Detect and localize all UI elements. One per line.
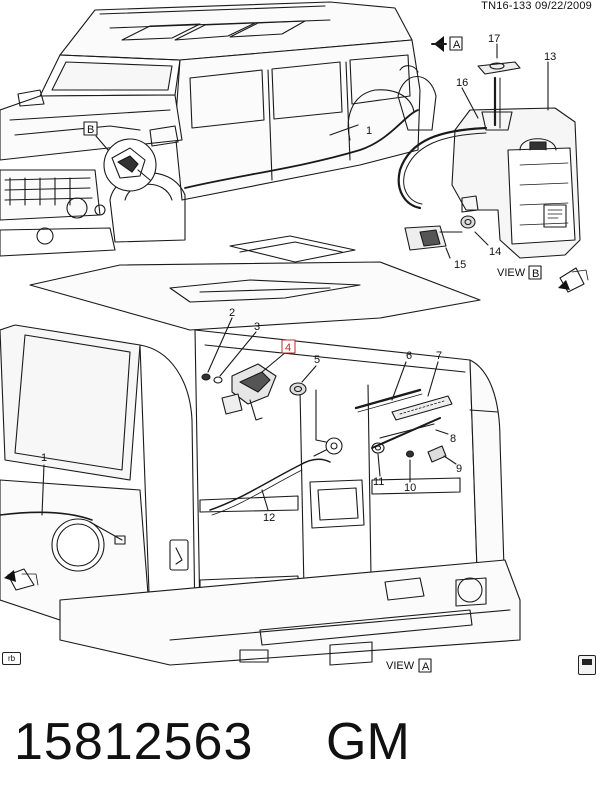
callout-12: 12 [263, 512, 275, 524]
part-number: 15812563 [14, 713, 254, 771]
parts-diagram: 1 1 2 3 5 6 7 8 9 10 11 12 13 14 15 16 1… [0, 1, 589, 673]
view-a-flag-top: A [431, 36, 463, 52]
washer-reservoir-assembly [397, 43, 581, 259]
callout-11: 11 [373, 476, 384, 488]
drawing-date: 09/22/2009 [534, 0, 592, 12]
callout-14: 14 [489, 246, 501, 258]
callout-1-bottom: 1 [41, 452, 47, 464]
view-a-label: VIEW A [386, 658, 432, 673]
callout-4: 4 [285, 342, 291, 354]
callout-labels: 1 1 2 3 5 6 7 8 9 10 11 12 13 14 15 16 1… [41, 33, 556, 524]
callout-8: 8 [450, 433, 456, 445]
front-arrow-icon-lower [4, 568, 39, 591]
view-b-label: VIEW B [497, 265, 542, 280]
svg-text:B: B [87, 124, 94, 136]
vehicle-rear-view [0, 235, 521, 666]
view-b-flag: B [83, 121, 109, 151]
svg-text:B: B [532, 268, 539, 280]
svg-text:A: A [453, 39, 461, 51]
svg-text:A: A [422, 661, 430, 673]
callout-1-top: 1 [366, 125, 372, 137]
callout-5: 5 [314, 354, 320, 366]
svg-text:VIEW: VIEW [497, 267, 526, 279]
drawing-header: TN16-133 09/22/2009 [481, 0, 592, 12]
manual-book-icon [578, 655, 596, 675]
callout-2: 2 [229, 307, 235, 319]
callout-4-highlight: 4 [281, 339, 296, 354]
callout-15: 15 [454, 259, 466, 271]
brand-name: GM [326, 713, 410, 771]
callout-9: 9 [456, 463, 462, 475]
callout-7: 7 [436, 350, 442, 362]
svg-text:VIEW: VIEW [386, 660, 415, 672]
front-arrow-icon [558, 267, 589, 293]
callout-3: 3 [254, 321, 260, 333]
callout-13: 13 [544, 51, 556, 63]
callout-6: 6 [406, 350, 412, 362]
drawing-id: TN16-133 [481, 0, 532, 12]
callout-16: 16 [456, 77, 468, 89]
callout-17: 17 [488, 33, 500, 45]
rb-tag: rb [2, 652, 21, 665]
callout-10: 10 [404, 482, 416, 494]
